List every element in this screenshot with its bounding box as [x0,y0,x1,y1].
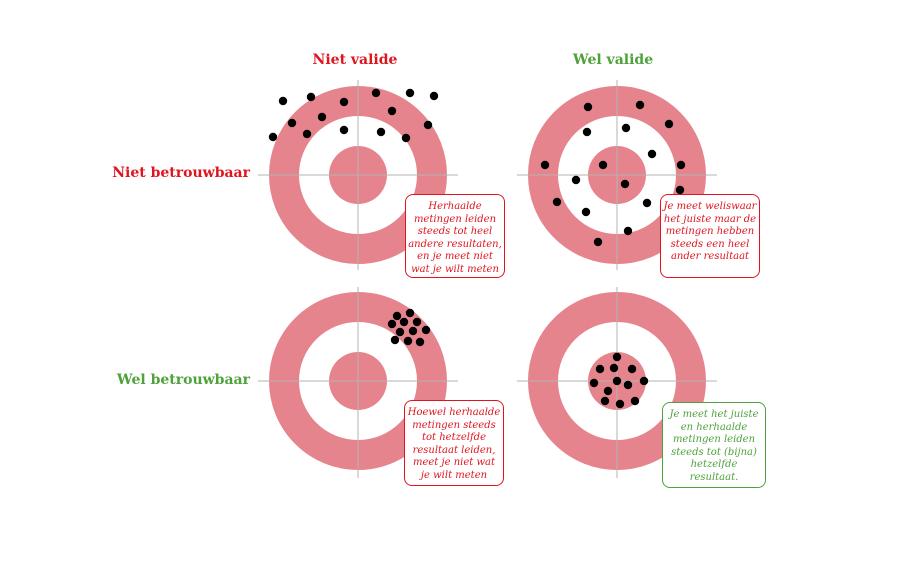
hit-dot [603,386,613,396]
hit-dot [664,119,674,129]
caption-niet-valide-niet-betrouwbaar: Herhaalde metingen leiden steeds tot hee… [405,194,505,278]
hit-dot [405,308,415,318]
hit-dot [376,127,386,137]
hit-dot [612,352,622,362]
target-niet-valide-wel-betrouwbaar [258,287,458,478]
hit-dot [593,237,603,247]
hit-dot [598,160,608,170]
hit-dot [371,88,381,98]
hit-dot [600,396,610,406]
hit-dot [399,317,409,327]
column-header-niet-valide: Niet valide [312,52,398,68]
hit-dot [615,399,625,409]
hit-dot [675,185,685,195]
hit-dot [630,396,640,406]
hit-dot [401,133,411,143]
target-wel-valide-wel-betrouwbaar [517,287,717,478]
hit-dot [403,336,413,346]
hit-dot [317,112,327,122]
hit-dot [639,376,649,386]
column-header-wel-valide: Wel valide [572,52,654,68]
hit-dot [623,380,633,390]
hit-dot [595,364,605,374]
caption-wel-valide-wel-betrouwbaar: Je meet het juiste en herhaalde metingen… [662,402,766,488]
hit-dot [582,127,592,137]
target-wel-valide-niet-betrouwbaar [517,80,717,270]
hit-dot [423,120,433,130]
hit-dot [287,118,297,128]
hit-dot [415,337,425,347]
hit-dot [421,325,431,335]
target-niet-valide-niet-betrouwbaar [258,80,458,270]
hit-dot [408,326,418,336]
hit-dot [620,179,630,189]
hit-dot [676,160,686,170]
hit-dot [621,123,631,133]
hit-dot [278,96,288,106]
hit-dot [609,363,619,373]
row-header-niet-betrouwbaar: Niet betrouwbaar [112,165,250,181]
hit-dot [268,132,278,142]
hit-dot [552,197,562,207]
hit-dot [302,129,312,139]
hit-dot [392,311,402,321]
hit-dot [583,102,593,112]
hit-dot [647,149,657,159]
hit-dot [623,226,633,236]
hit-dot [642,198,652,208]
hit-dot [387,319,397,329]
hit-dot [387,106,397,116]
hit-dot [627,364,637,374]
hit-dot [412,317,422,327]
hit-dot [635,100,645,110]
caption-wel-valide-niet-betrouwbaar: Je meet weliswaar het juiste maar de met… [660,194,760,278]
hit-dot [589,378,599,388]
hit-dot [429,91,439,101]
hit-dot [405,88,415,98]
hit-dot [339,97,349,107]
hit-dot [395,327,405,337]
hit-dot [581,207,591,217]
hit-dot [339,125,349,135]
caption-niet-valide-wel-betrouwbaar: Hoewel herhaalde metingen steeds tot het… [404,400,504,486]
hit-dot [612,376,622,386]
hit-dot [390,335,400,345]
hit-dot [540,160,550,170]
hit-dot [571,175,581,185]
row-header-wel-betrouwbaar: Wel betrouwbaar [116,372,250,388]
hit-dot [306,92,316,102]
